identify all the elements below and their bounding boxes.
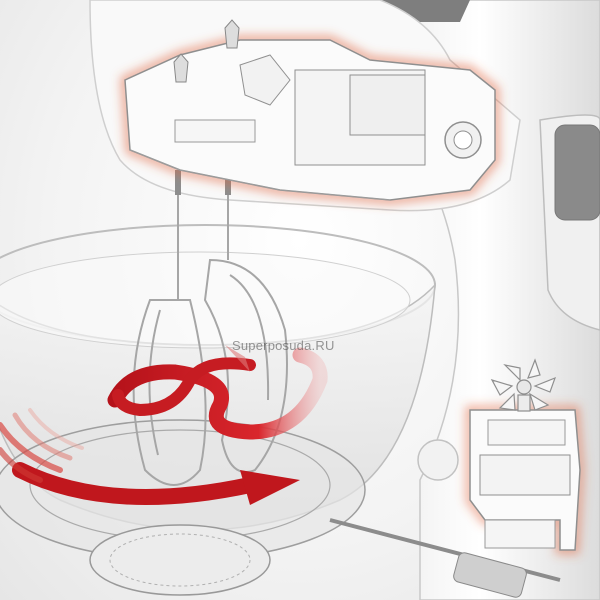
- motor-highlight: [465, 405, 585, 555]
- watermark-text: Superposuda.RU: [232, 338, 335, 353]
- shaft-gear: [453, 552, 527, 598]
- figure-eight-arrow: [107, 345, 328, 440]
- turntable-hub: [89, 524, 271, 596]
- speed-knob: [417, 439, 459, 481]
- bowl-rotation-arrow: [0, 408, 300, 505]
- gearbox-highlight: [120, 19, 500, 205]
- gearbox-pin: [224, 19, 240, 49]
- gearbox-pin-2: [173, 53, 189, 83]
- speed-slot: [554, 124, 600, 221]
- cooling-fan: [490, 358, 557, 412]
